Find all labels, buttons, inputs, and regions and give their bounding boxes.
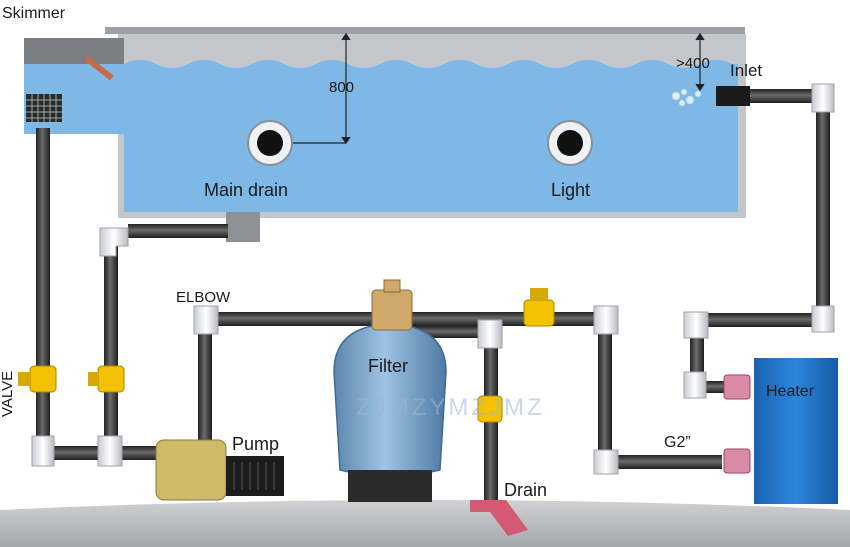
label-depth: 800 xyxy=(329,79,354,96)
label-heater: Heater xyxy=(766,383,815,400)
pool-light-right xyxy=(547,120,593,166)
label-filter: Filter xyxy=(368,356,408,376)
label-pipe-size: G2” xyxy=(664,434,691,451)
valve-middle xyxy=(88,365,125,393)
pool-light-left xyxy=(247,120,293,166)
valve-left xyxy=(18,365,57,393)
label-drain: Drain xyxy=(504,480,547,500)
pool-coping xyxy=(105,27,745,34)
label-inlet-depth: >400 xyxy=(676,55,710,72)
heater-box xyxy=(754,358,838,504)
label-main-drain: Main drain xyxy=(204,180,288,200)
skimmer-housing xyxy=(24,38,124,68)
pipe-fittings xyxy=(31,83,835,475)
skimmer-basket xyxy=(26,94,62,122)
valve-top-right xyxy=(523,288,555,327)
label-valve: VALVE xyxy=(0,371,16,417)
label-inlet: Inlet xyxy=(730,61,762,80)
pump xyxy=(155,439,284,501)
label-skimmer: Skimmer xyxy=(2,5,66,22)
filter-tank xyxy=(333,279,447,502)
drain-outlet xyxy=(470,500,528,536)
label-light: Light xyxy=(551,180,590,200)
watermark-text: ZJMZYMZJMZ xyxy=(356,394,545,421)
valve-drain xyxy=(477,395,503,423)
depth-indicator xyxy=(290,32,705,145)
inlet-nozzle xyxy=(716,86,750,106)
heater-unions xyxy=(723,374,751,474)
pool xyxy=(24,27,746,218)
skimmer-weir xyxy=(84,55,114,81)
ground xyxy=(0,500,850,547)
pool-water xyxy=(124,60,738,212)
main-drain-box xyxy=(226,212,260,242)
label-pump: Pump xyxy=(232,434,279,454)
label-elbow: ELBOW xyxy=(176,289,231,306)
inlet-bubbles xyxy=(671,88,702,107)
